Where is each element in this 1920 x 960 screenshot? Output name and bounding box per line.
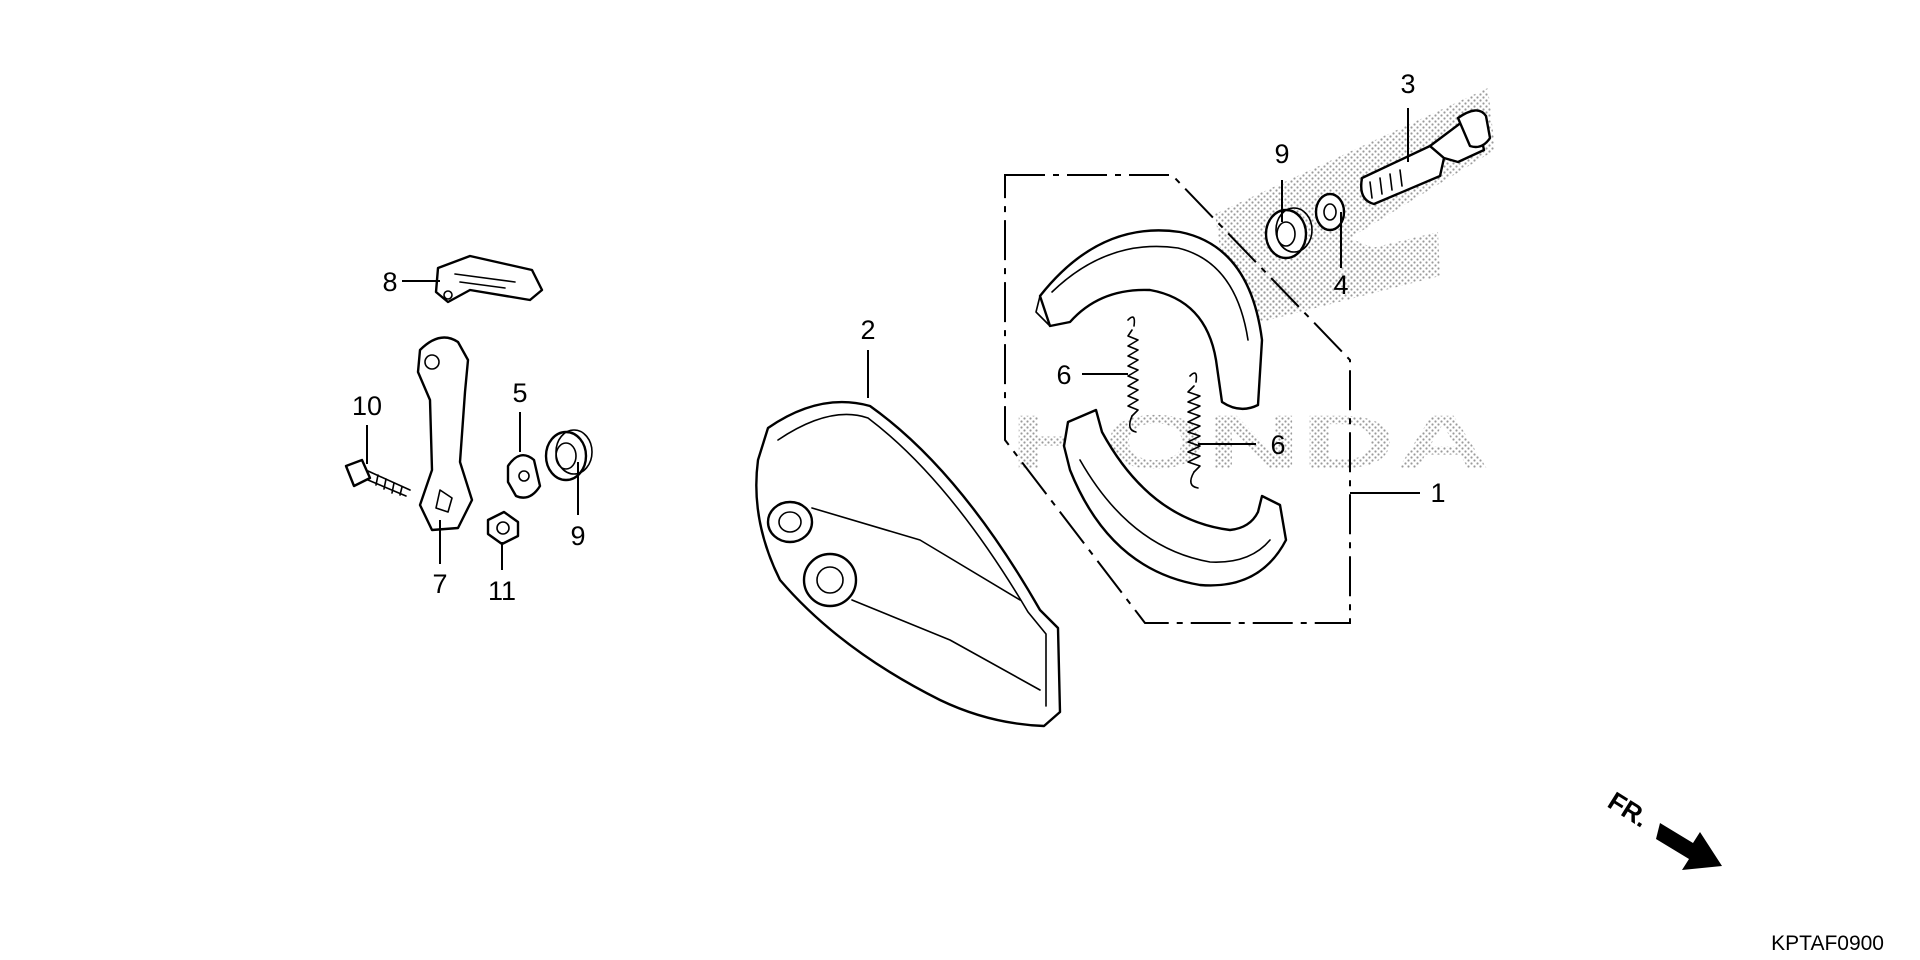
part-10-bolt xyxy=(344,458,411,497)
callout-6-lower: 6 xyxy=(1270,430,1285,460)
callout-11: 11 xyxy=(488,576,516,606)
part-1-lower-brake-shoe xyxy=(1062,408,1288,587)
callout-7: 7 xyxy=(432,569,447,599)
callout-9-left: 9 xyxy=(570,521,585,551)
callout-2: 2 xyxy=(860,315,875,345)
callout-5: 5 xyxy=(512,378,527,408)
diagram-code: KPTAF0900 xyxy=(1771,932,1884,955)
callout-4: 4 xyxy=(1333,270,1348,300)
fr-arrow-icon xyxy=(1656,823,1722,870)
callout-3: 3 xyxy=(1400,69,1415,99)
callout-9-right: 9 xyxy=(1274,139,1289,169)
part-1-upper-brake-shoe xyxy=(1035,229,1264,410)
part-9-seal-right xyxy=(1264,207,1313,260)
part-2-brake-panel xyxy=(755,400,1062,728)
part-5-plate xyxy=(506,454,542,499)
assembly-box-1 xyxy=(1004,174,1351,624)
callout-1: 1 xyxy=(1430,478,1445,508)
part-6-spring-lower xyxy=(1187,372,1201,489)
part-9-seal-left xyxy=(544,429,593,482)
part-11-nut xyxy=(486,510,520,546)
part-3-brake-cam xyxy=(1360,109,1492,206)
callout-10: 10 xyxy=(352,391,382,421)
part-8-cable-bracket xyxy=(434,254,544,304)
fr-label: FR. xyxy=(1603,786,1654,834)
leader-lines xyxy=(366,108,1420,570)
front-direction-indicator: FR. xyxy=(1603,786,1722,870)
part-7-brake-arm xyxy=(416,336,474,532)
callout-6-upper: 6 xyxy=(1056,360,1071,390)
part-4-washer xyxy=(1314,192,1346,232)
part-6-spring-upper xyxy=(1127,316,1139,433)
callout-8: 8 xyxy=(382,267,397,297)
